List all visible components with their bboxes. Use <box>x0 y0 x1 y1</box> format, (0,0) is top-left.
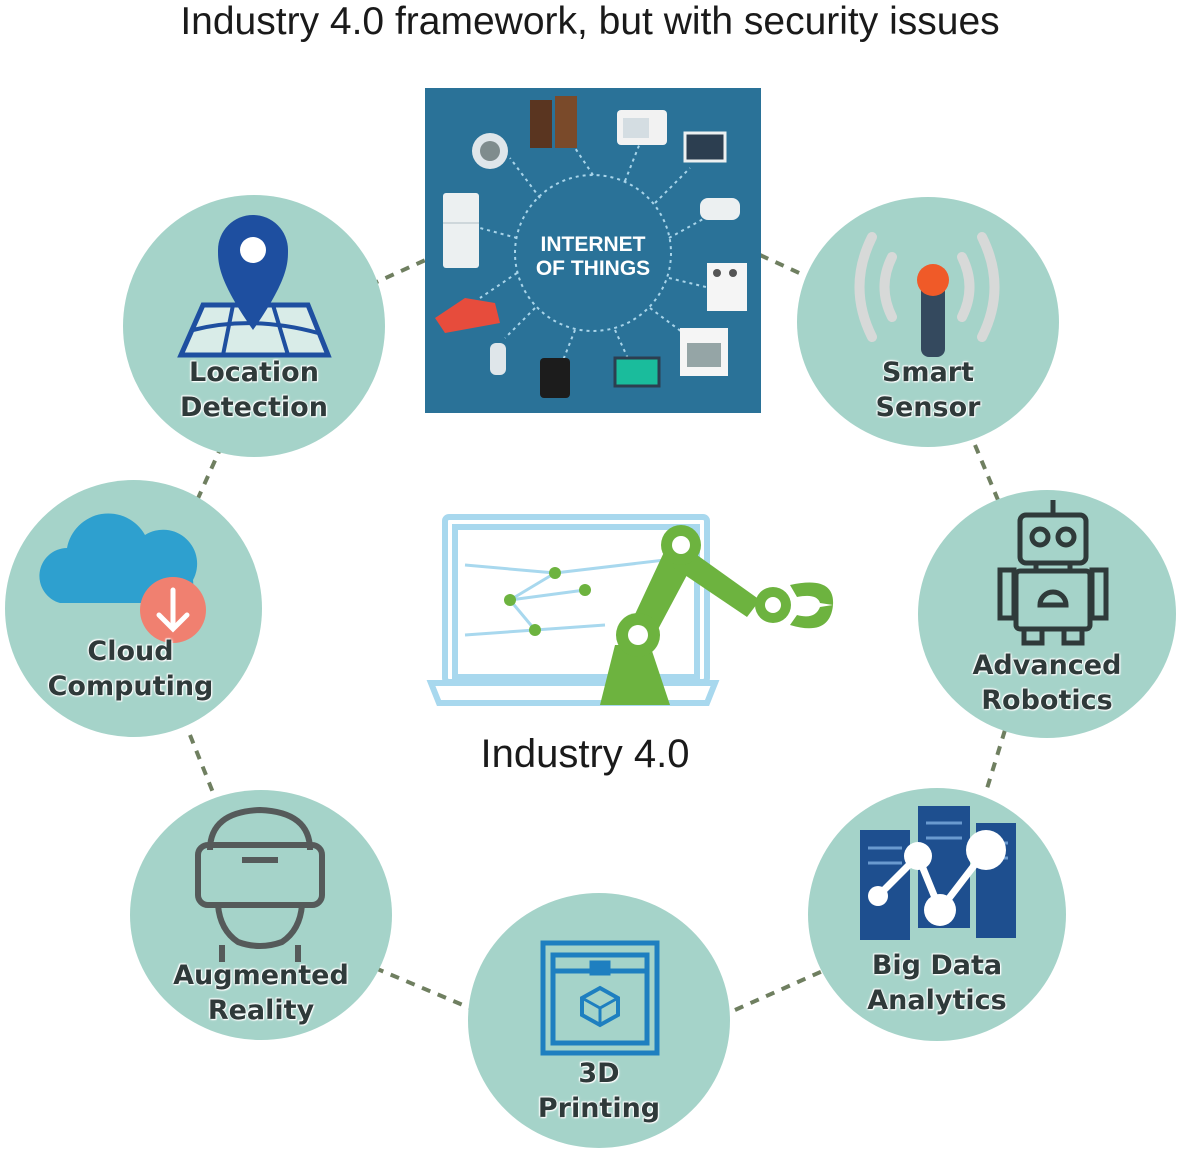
node-label-line1: 3D <box>578 1058 620 1089</box>
iot-label-line2: OF THINGS <box>535 257 651 280</box>
node-label-line1: Smart <box>881 357 975 388</box>
connector-line <box>369 256 431 287</box>
node-label-line1: Augmented <box>173 960 349 991</box>
connector-line <box>983 729 1007 796</box>
node-label-line2: Analytics <box>867 985 1007 1016</box>
node-big-data-analytics: Big Data Analytics <box>808 788 1066 1041</box>
node-label-line1: Big Data <box>871 950 1003 981</box>
iot-label-line1: INTERNET <box>540 233 646 256</box>
3d-printer-icon <box>540 940 660 1056</box>
node-label-line2: Reality <box>207 995 315 1026</box>
node-location-detection: Location Detection <box>123 195 385 457</box>
connector-line <box>374 966 471 1010</box>
industry-robot-arm-icon <box>426 514 834 706</box>
center-label: Industry 4.0 <box>480 732 690 776</box>
node-label-line1: Location <box>189 357 319 388</box>
node-label-line2: Computing <box>47 671 214 702</box>
connector-line <box>193 444 224 506</box>
iot-devices-icon <box>435 96 747 398</box>
node-3d-printing: 3D Printing <box>468 893 730 1148</box>
sensor-icon <box>854 232 1000 357</box>
node-label-line2: Printing <box>537 1093 661 1124</box>
node-cloud-computing: Cloud Computing <box>5 480 262 737</box>
node-advanced-robotics: Advanced Robotics <box>918 490 1176 738</box>
map-pin-icon <box>177 215 332 358</box>
vr-headset-icon <box>195 807 325 962</box>
page-title: Industry 4.0 framework, but with securit… <box>180 0 1000 43</box>
cloud-download-icon <box>39 513 206 643</box>
robot-icon <box>997 500 1109 646</box>
node-label-line1: Cloud <box>87 636 174 667</box>
node-label-line1: Advanced <box>972 650 1122 681</box>
iot-label: INTERNET OF THINGS <box>425 233 761 281</box>
node-augmented-reality: Augmented Reality <box>130 790 392 1040</box>
node-label-line2: Sensor <box>875 392 981 423</box>
internet-of-things-image: INTERNET OF THINGS <box>425 88 761 413</box>
node-smart-sensor: Smart Sensor <box>797 197 1059 447</box>
node-label-line2: Detection <box>180 392 328 423</box>
connector-line <box>188 734 220 806</box>
node-label-line2: Robotics <box>981 685 1113 716</box>
server-graph-icon <box>860 806 1016 940</box>
